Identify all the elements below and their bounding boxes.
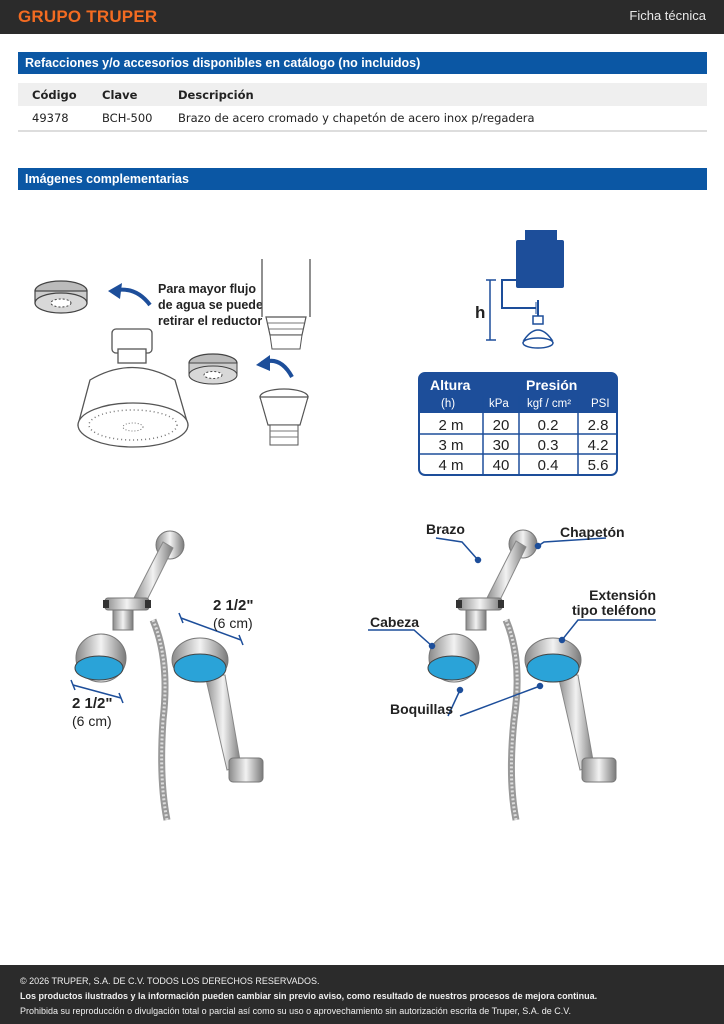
header-presion: Presión — [526, 377, 577, 393]
row2-kpa: 30 — [493, 437, 510, 454]
arrow-head-right-icon — [256, 355, 270, 371]
dimension-handheld-metric: (6 cm) — [72, 713, 112, 729]
reducer-inserted-icon — [188, 353, 238, 385]
shower-head-illustration — [77, 328, 189, 448]
images-section-title: Imágenes complementarias — [18, 168, 707, 190]
parts-figure: Brazo Chapetón Extensión tipo teléfono C… — [368, 521, 656, 821]
subheader-h: (h) — [441, 398, 455, 410]
pressure-table: Altura Presión (h) kPa kgf / cm² PSI 2 m… — [418, 372, 618, 476]
label-extension-line2: tipo teléfono — [572, 602, 656, 618]
label-extension-line1: Extensión — [589, 587, 656, 603]
row1-kgf: 0.2 — [538, 417, 559, 434]
row1-psi: 2.8 — [588, 417, 609, 434]
lower-fitting-illustration — [259, 388, 309, 446]
top-bar: GRUPO TRUPER Ficha técnica — [0, 0, 724, 34]
table-header-row: Código Clave Descripción — [18, 83, 707, 106]
height-dimension-icon — [486, 279, 496, 341]
label-chapeton: Chapetón — [560, 524, 625, 540]
dimension-head-metric: (6 cm) — [213, 615, 253, 631]
table-row: 49378 BCH-500 Brazo de acero cromado y c… — [18, 106, 707, 132]
reducer-icon — [34, 280, 88, 314]
subheader-kgf: kgf / cm² — [527, 398, 571, 410]
footer-notice: Los productos ilustrados y la informació… — [20, 991, 598, 1001]
row1-altura: 2 m — [438, 417, 463, 434]
dimension-lines-icon — [70, 612, 244, 704]
cell-descripcion: Brazo de acero cromado y chapetón de ace… — [178, 111, 535, 125]
row2-altura: 3 m — [438, 437, 463, 454]
reducer-caption-line1: Para mayor flujo — [158, 282, 256, 296]
reducer-figure: Para mayor flujo de agua se puede retira… — [34, 259, 311, 448]
row1-kpa: 20 — [493, 417, 510, 434]
pressure-figure: h Altura Presión (h) kPa kgf / cm² PSI 2… — [418, 230, 618, 476]
label-cabeza: Cabeza — [370, 614, 419, 630]
footer-copyright: © 2026 TRUPER, S.A. DE C.V. TODOS LOS DE… — [20, 976, 320, 986]
cell-clave: BCH-500 — [102, 111, 153, 125]
dimensions-figure: 2 1/2" (6 cm) 2 1/2" (6 cm) — [70, 530, 264, 821]
document-type: Ficha técnica — [629, 8, 706, 23]
reducer-caption-line2: de agua se puede — [158, 298, 263, 312]
label-boquillas: Boquillas — [390, 701, 453, 717]
height-label: h — [475, 303, 485, 322]
row3-altura: 4 m — [438, 457, 463, 474]
dimension-head-value: 2 1/2" — [213, 597, 253, 614]
reducer-caption-line3: retirar el reductor — [158, 314, 262, 328]
label-brazo: Brazo — [426, 521, 465, 537]
shower-set-illustration — [74, 530, 264, 821]
subheader-kpa: kPa — [489, 398, 509, 410]
footer-prohibition: Prohibida su reproducción o divulgación … — [20, 1006, 571, 1016]
footer: © 2026 TRUPER, S.A. DE C.V. TODOS LOS DE… — [0, 965, 724, 1024]
row3-kgf: 0.4 — [538, 457, 559, 474]
leader-lines-icon — [368, 537, 656, 717]
accessories-section-title: Refacciones y/o accesorios disponibles e… — [18, 52, 707, 74]
arrow-head-left-icon — [108, 283, 122, 299]
pipe-illustration — [261, 259, 311, 350]
row3-kpa: 40 — [493, 457, 510, 474]
column-header-codigo: Código — [32, 88, 77, 102]
brand-logo: GRUPO TRUPER — [18, 7, 158, 26]
column-header-clave: Clave — [102, 88, 138, 102]
row2-psi: 4.2 — [588, 437, 609, 454]
row2-kgf: 0.3 — [538, 437, 559, 454]
shower-set-illustration — [427, 529, 617, 821]
subheader-psi: PSI — [591, 398, 610, 410]
cell-codigo: 49378 — [32, 111, 69, 125]
accessories-table: Código Clave Descripción 49378 BCH-500 B… — [18, 83, 707, 132]
row3-psi: 5.6 — [588, 457, 609, 474]
water-tank-illustration — [501, 230, 564, 349]
column-header-descripcion: Descripción — [178, 88, 254, 102]
dimension-handheld-value: 2 1/2" — [72, 695, 112, 712]
header-altura: Altura — [430, 377, 471, 393]
